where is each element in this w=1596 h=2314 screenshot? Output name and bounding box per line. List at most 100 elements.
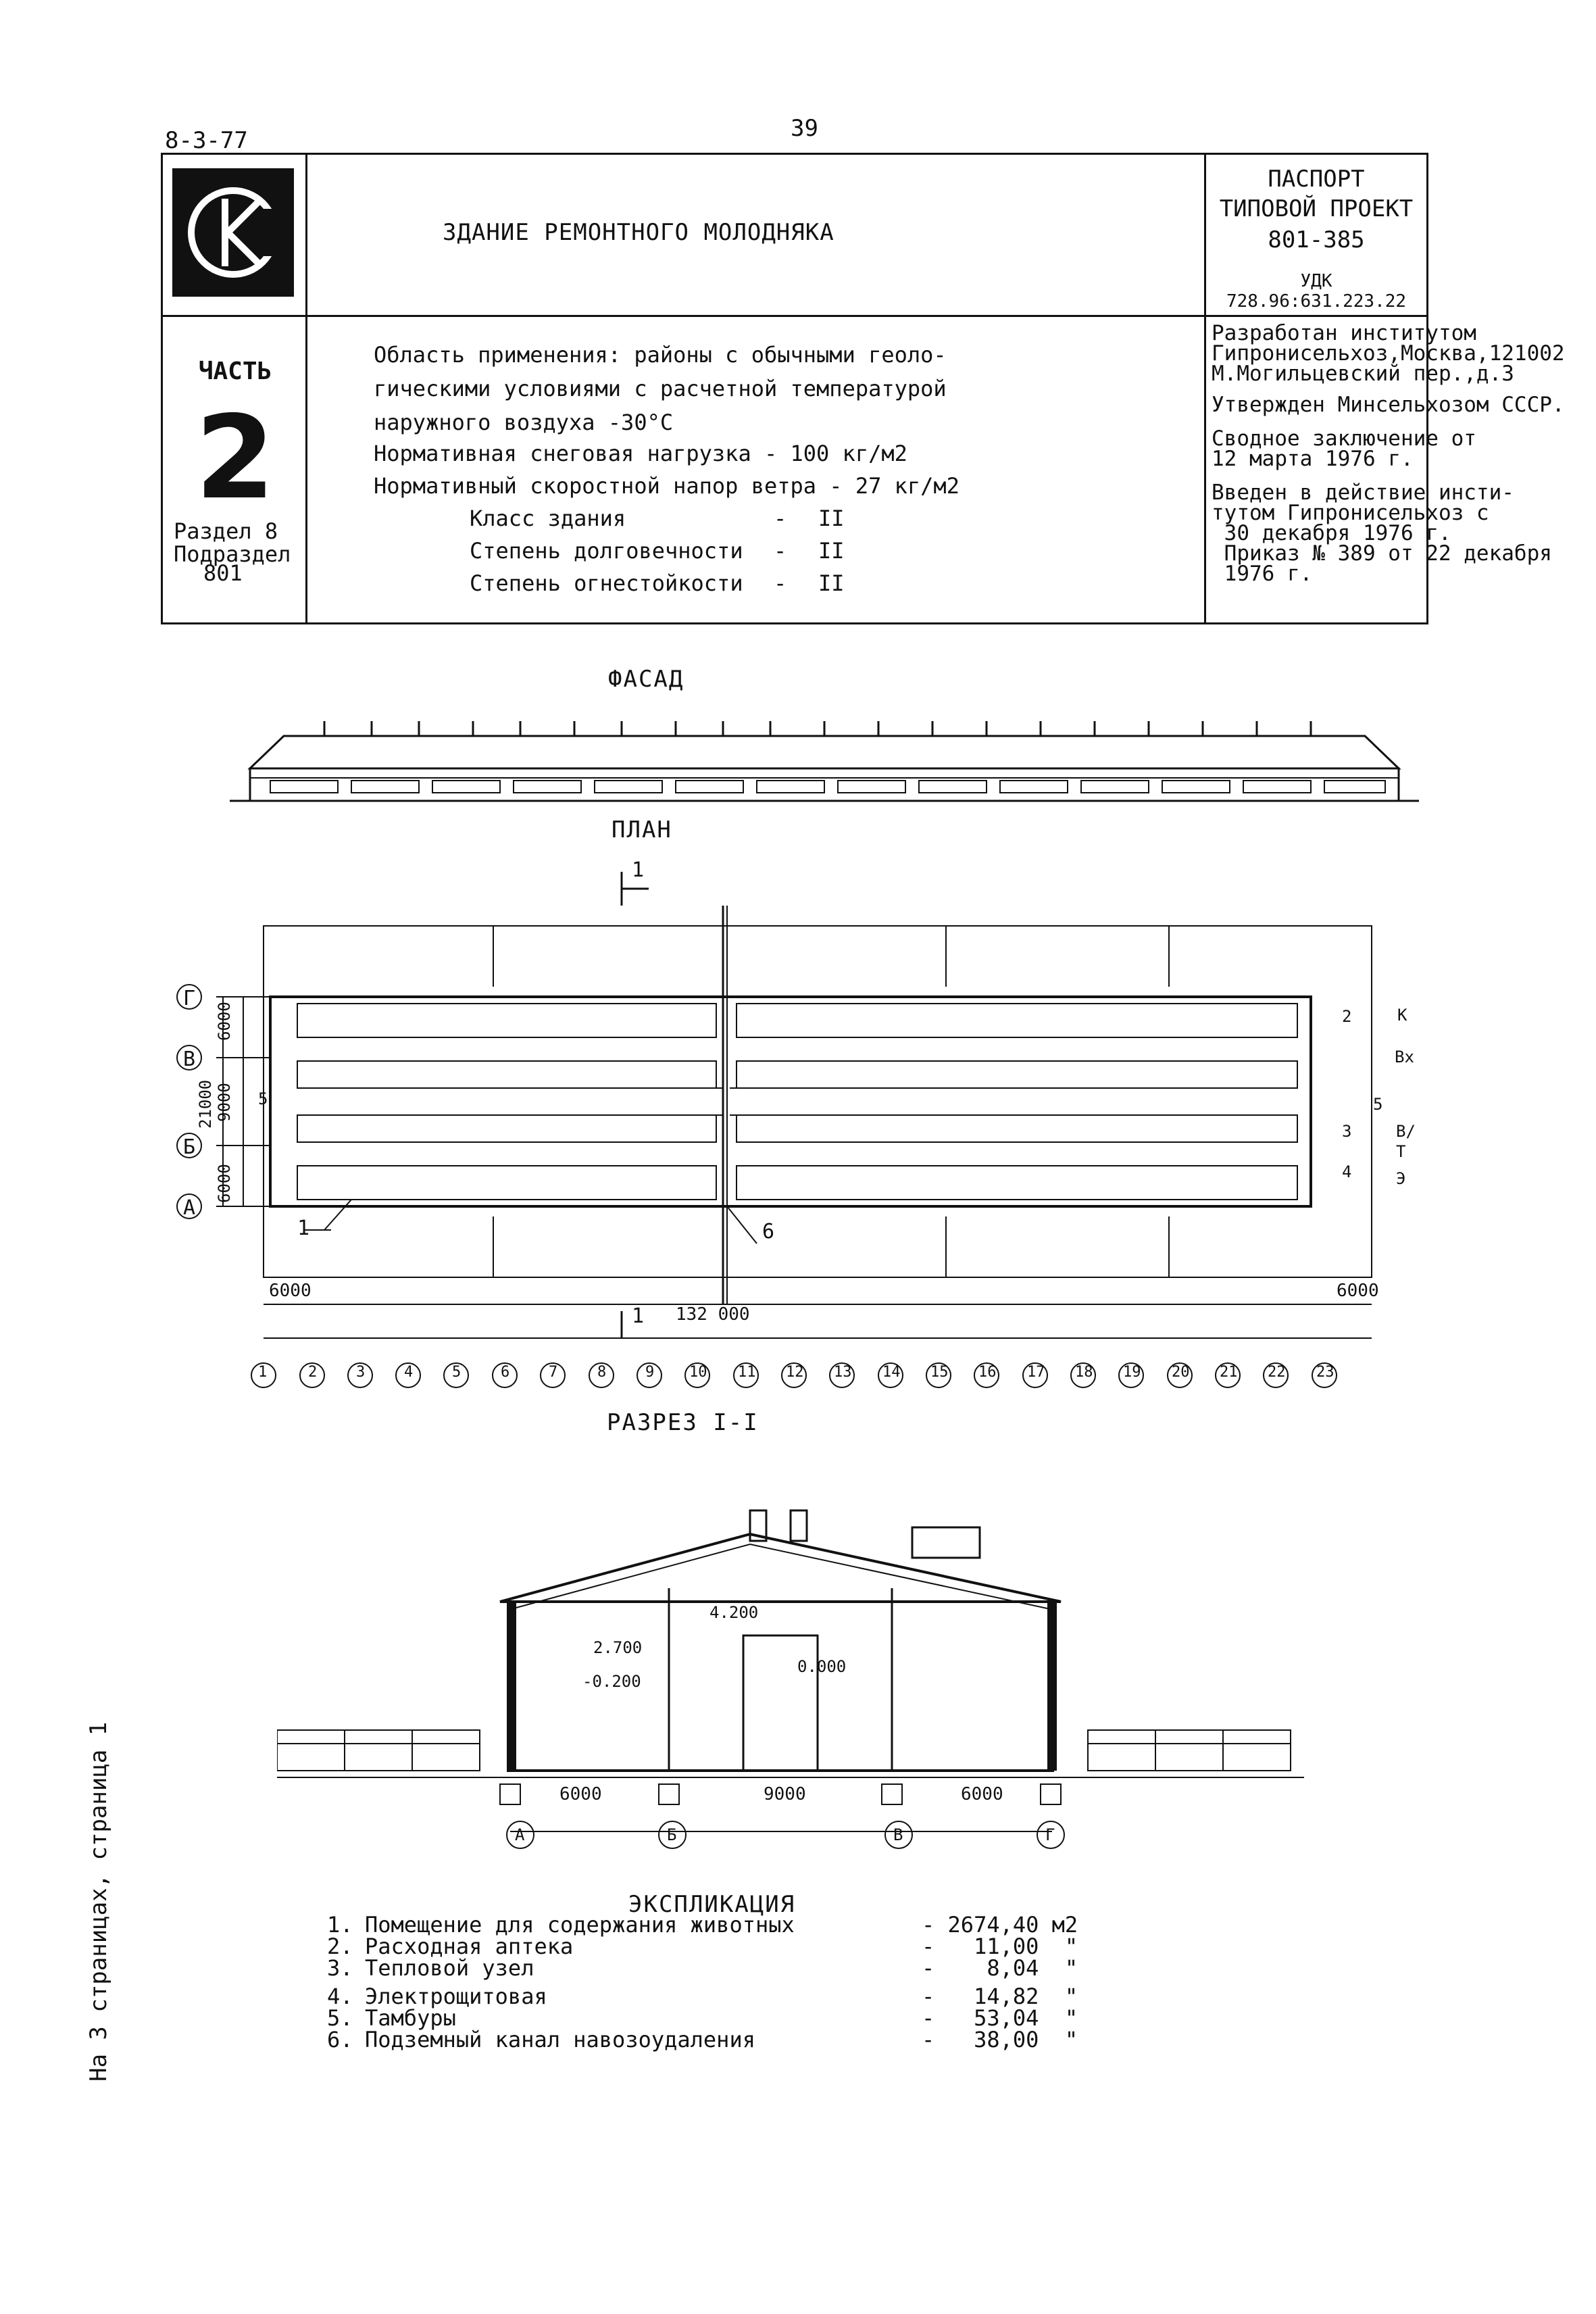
section-mark-top: 1 <box>632 858 645 882</box>
plan-drawing <box>176 872 1372 1388</box>
col-axis-15: 15 <box>930 1364 949 1381</box>
conclusion-line-2: 12 марта 1976 г. <box>1212 447 1414 471</box>
section-axis-g: Г <box>1045 1825 1055 1844</box>
part-number: 2 <box>195 391 276 525</box>
row-axis-a: А <box>183 1196 196 1220</box>
durability-dash: - <box>774 538 787 564</box>
title-cell: ЗДАНИЕ РЕМОНТНОГО МОЛОДНЯКА <box>307 155 1206 317</box>
pipe-label-e: Э <box>1396 1169 1406 1188</box>
explication-row-5-value: - 53,04 " <box>922 2005 1078 2031</box>
col-axis-20: 20 <box>1172 1364 1190 1381</box>
row-dim-total: 21000 <box>196 1079 215 1129</box>
section-line-3: 801 <box>203 560 243 586</box>
application-cell: Область применения: районы с обычными ге… <box>307 317 1206 622</box>
enacted-line-3: 30 декабря 1976 г. <box>1212 521 1451 545</box>
explication-row-3-value: - 8,04 " <box>922 1955 1078 1981</box>
explication-row-1-value: - 2674,40 м2 <box>922 1912 1078 1938</box>
pipe-label-vx: Вх <box>1395 1048 1414 1066</box>
plan-dim-left: 6000 <box>269 1281 311 1301</box>
explication-row-1-name: Помещение для содержания животных <box>365 1912 795 1938</box>
col-axis-12: 12 <box>786 1364 804 1381</box>
col-axis-6: 6 <box>501 1364 510 1381</box>
enacted-line-4: Приказ № 389 от 22 декабря <box>1212 541 1552 566</box>
room-number-3: 3 <box>1342 1122 1352 1141</box>
col-axis-19: 19 <box>1123 1364 1141 1381</box>
class-value: II <box>818 506 845 531</box>
fire-resistance-dash: - <box>774 570 787 596</box>
fire-resistance-label: Степень огнестойкости <box>470 570 743 596</box>
room-number-4: 4 <box>1342 1162 1352 1181</box>
level-4200: 4.200 <box>709 1603 759 1622</box>
col-axis-14: 14 <box>882 1364 901 1381</box>
col-axis-8: 8 <box>597 1364 607 1381</box>
ck-logo-icon <box>172 168 294 297</box>
developed-line-2: Гипронисельхоз,Москва,121002 <box>1212 341 1565 366</box>
facade-drawing <box>230 721 1419 802</box>
col-axis-2: 2 <box>308 1364 318 1381</box>
col-axis-13: 13 <box>834 1364 852 1381</box>
section-label: РАЗРЕЗ I-I <box>607 1409 759 1436</box>
project-number: 801-385 <box>1268 226 1365 253</box>
col-axis-22: 22 <box>1268 1364 1286 1381</box>
explication-row-1-number: 1. <box>327 1912 353 1938</box>
explication-row-6-name: Подземный канал навозоудаления <box>365 2027 755 2052</box>
section-axes-circles <box>506 1821 1065 1849</box>
col-axis-23: 23 <box>1316 1364 1335 1381</box>
title-block: ЗДАНИЕ РЕМОНТНОГО МОЛОДНЯКА ПАСПОРТ ТИПО… <box>161 153 1565 624</box>
section-dim-1: 6000 <box>559 1784 602 1804</box>
explication-row-3-number: 3. <box>327 1955 353 1981</box>
section-dim-2: 9000 <box>764 1784 806 1804</box>
col-axis-4: 4 <box>404 1364 414 1381</box>
pipe-label-k: К <box>1397 1006 1407 1025</box>
durability-value: II <box>818 538 845 564</box>
part-word: ЧАСТЬ <box>198 358 272 385</box>
col-axis-21: 21 <box>1220 1364 1238 1381</box>
row-dim-3: 6000 <box>215 1164 234 1203</box>
part-cell: ЧАСТЬ 2 Раздел 8 Подраздел 801 <box>163 317 307 622</box>
section-line-1: Раздел 8 <box>174 518 278 544</box>
class-dash: - <box>774 506 787 531</box>
col-axis-3: 3 <box>356 1364 366 1381</box>
approved-line: Утвержден Минсельхозом СССР. <box>1212 393 1565 417</box>
enacted-line-5: 1976 г. <box>1212 562 1313 586</box>
section-drawing <box>277 1509 1304 1832</box>
explication-row-2-number: 2. <box>327 1934 353 1959</box>
passport-line-1: ПАСПОРТ <box>1268 166 1365 193</box>
pipe-label-t: Т <box>1396 1142 1406 1161</box>
pipe-label-v1: В/ <box>1396 1122 1416 1141</box>
explication-title: ЭКСПЛИКАЦИЯ <box>628 1891 796 1918</box>
logo-cell <box>163 155 307 317</box>
col-axis-11: 11 <box>738 1364 756 1381</box>
class-label: Класс здания <box>470 506 626 531</box>
row-dim-1: 6000 <box>215 1002 234 1041</box>
col-axis-10: 10 <box>689 1364 707 1381</box>
level-0000: 0.000 <box>797 1657 847 1676</box>
section-dim-3: 6000 <box>961 1784 1003 1804</box>
plan-dim-total: 132 000 <box>676 1304 750 1325</box>
conclusion-line-1: Сводное заключение от <box>1212 426 1476 451</box>
room-number-2: 2 <box>1342 1007 1352 1026</box>
level-minus-0200: -0.200 <box>582 1672 641 1691</box>
page-number: 39 <box>791 115 818 142</box>
explication-row-4-name: Электрощитовая <box>365 1984 547 2009</box>
enacted-line-2: тутом Гипронисельхоз с <box>1212 501 1489 525</box>
document-number: 8-3-77 <box>165 127 248 154</box>
col-axis-17: 17 <box>1027 1364 1045 1381</box>
row-dim-2: 9000 <box>215 1083 234 1122</box>
explication-row-4-value: - 14,82 " <box>922 1984 1078 2009</box>
col-axis-7: 7 <box>549 1364 558 1381</box>
plan-label: ПЛАН <box>612 816 672 843</box>
explication-row-2-value: - 11,00 " <box>922 1934 1078 1959</box>
room-number-5-left: 5 <box>258 1089 268 1108</box>
explication-row-3-name: Тепловой узел <box>365 1955 534 1981</box>
plan-dim-right: 6000 <box>1337 1281 1379 1301</box>
row-axis-v: В <box>183 1048 196 1071</box>
explication-row-6-value: - 38,00 " <box>922 2027 1078 2052</box>
snow-load-line: Нормативная снеговая нагрузка - 100 кг/м… <box>374 441 907 466</box>
column-axes: 1 2 3 4 5 6 7 8 9 10 11 12 13 14 15 16 1… <box>0 1364 1596 1391</box>
developed-line-3: М.Могильцевский пер.,д.3 <box>1212 362 1514 386</box>
application-line-1: Область применения: районы с обычными ге… <box>374 342 947 368</box>
explication-row-5-name: Тамбуры <box>365 2005 456 2031</box>
col-axis-9: 9 <box>645 1364 655 1381</box>
enacted-line-1: Введен в действие инсти- <box>1212 481 1514 505</box>
